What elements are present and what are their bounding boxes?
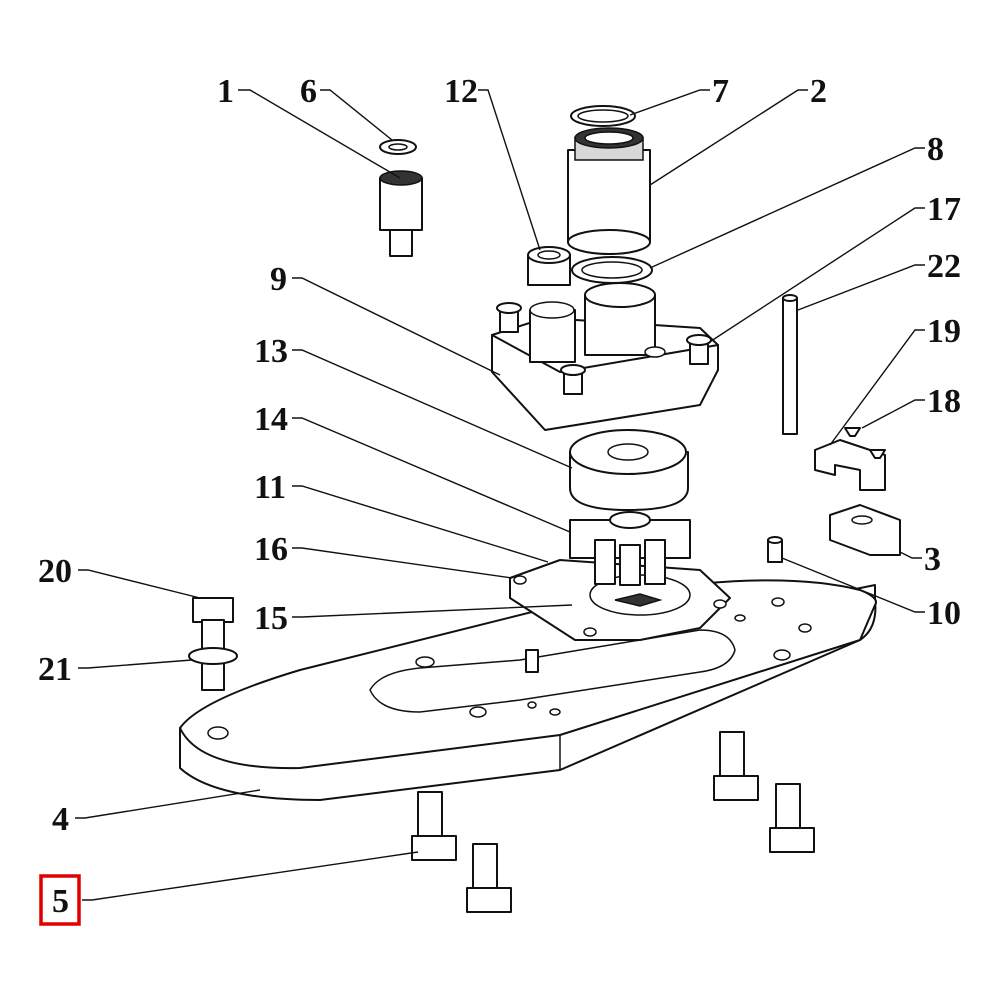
screws-18 <box>844 427 886 459</box>
foot-bolt <box>466 843 512 913</box>
impeller <box>569 511 691 586</box>
callout-2: 2 <box>810 73 827 110</box>
foot-bolt <box>769 783 815 853</box>
leader-22 <box>797 264 925 311</box>
cylinder-2 <box>567 127 651 255</box>
callout-8: 8 <box>927 131 944 168</box>
callout-17: 17 <box>927 191 961 228</box>
leader-21 <box>78 659 193 669</box>
pump-cup <box>569 429 689 511</box>
callout-21: 21 <box>38 651 72 688</box>
callout-3: 3 <box>924 541 941 578</box>
leader-11 <box>292 485 549 563</box>
foot-bolt <box>713 731 759 801</box>
leader-2 <box>649 89 808 186</box>
leader-15 <box>292 604 573 618</box>
callout-6: 6 <box>300 73 317 110</box>
leader-8 <box>649 147 925 269</box>
leader-3 <box>899 551 922 559</box>
leader-17 <box>704 207 925 346</box>
callout-18: 18 <box>927 383 961 420</box>
callout-4: 4 <box>52 801 69 838</box>
bolt-20 <box>188 597 238 691</box>
callout-1: 1 <box>217 73 234 110</box>
seal-ring-8 <box>571 256 653 284</box>
pump-housing <box>491 282 719 431</box>
callout-5-highlight <box>39 874 81 926</box>
foot-bolts-5 <box>411 731 815 913</box>
washer-6 <box>379 139 417 155</box>
leader-1 <box>238 89 401 179</box>
callout-19: 19 <box>927 313 961 350</box>
leader-13 <box>292 349 573 469</box>
leader-14 <box>292 417 571 533</box>
callout-13: 13 <box>254 333 288 370</box>
callout-14: 14 <box>254 401 288 438</box>
leader-19 <box>829 329 925 446</box>
callout-20: 20 <box>38 553 72 590</box>
callout-7: 7 <box>712 73 729 110</box>
leader-7 <box>629 89 710 116</box>
callout-15: 15 <box>254 600 288 637</box>
callout-16: 16 <box>254 531 288 568</box>
callout-12: 12 <box>444 73 478 110</box>
callout-numbers: 1 6 12 7 2 8 17 22 9 19 13 18 14 11 16 3… <box>38 73 961 920</box>
dowel-10 <box>767 536 783 563</box>
callout-9: 9 <box>270 261 287 298</box>
leader-12 <box>478 89 541 251</box>
leader-4 <box>75 789 261 819</box>
callout-10: 10 <box>927 595 961 632</box>
clamp-19 <box>814 439 886 491</box>
block-3 <box>829 504 901 556</box>
leader-lines <box>75 89 925 901</box>
bushing-12 <box>527 246 571 286</box>
callout-22: 22 <box>927 248 961 285</box>
leader-6 <box>320 89 393 141</box>
callout-5: 5 <box>52 883 69 920</box>
pin-1 <box>379 170 423 257</box>
foot-bolt <box>411 791 457 861</box>
rod-22 <box>782 294 798 435</box>
leader-16 <box>292 547 513 579</box>
leader-18 <box>861 399 925 429</box>
callout-11: 11 <box>254 469 286 506</box>
leader-20 <box>78 569 201 599</box>
leader-9 <box>292 277 501 376</box>
o-ring-7 <box>570 105 636 127</box>
leader-5 <box>82 851 419 901</box>
leader-10 <box>781 557 925 613</box>
